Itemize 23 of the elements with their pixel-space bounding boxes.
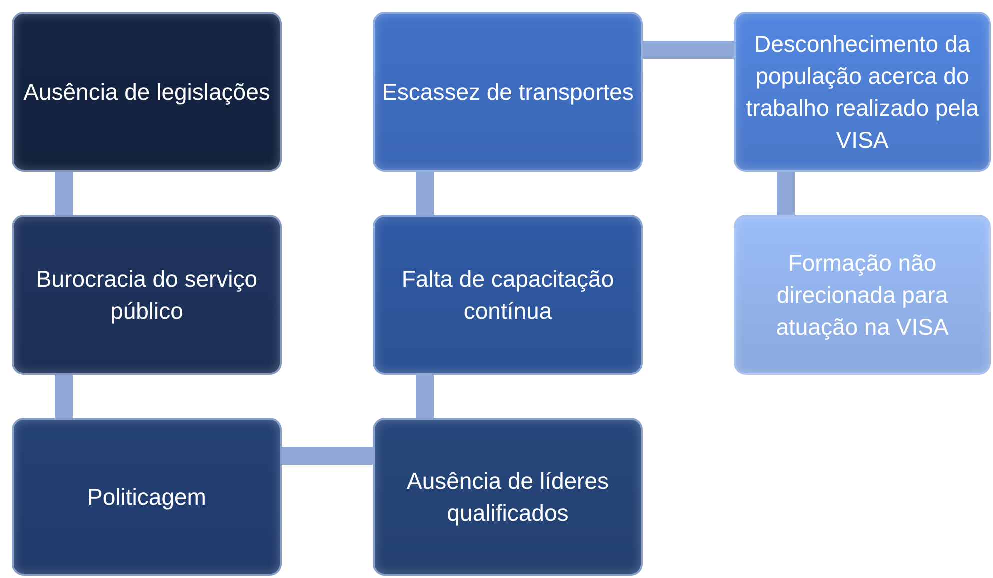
process-box — [12, 12, 282, 172]
connector-bar — [55, 172, 73, 215]
connector-bar — [55, 375, 73, 418]
box-text: Ausência de líderes qualificados — [406, 466, 610, 528]
process-box — [373, 215, 643, 375]
box-text: Formação não direcionada para atuação na VISA — [775, 248, 950, 342]
box-text: Burocracia do serviço público — [35, 264, 259, 326]
process-box — [734, 12, 991, 172]
box-text: Escassez de transportes — [382, 78, 634, 107]
connector-bar — [282, 447, 373, 465]
connector-bar — [416, 375, 434, 418]
box-text: Ausência de legislações — [24, 78, 270, 107]
process-box — [12, 418, 282, 576]
process-box — [373, 418, 643, 576]
process-box — [12, 215, 282, 375]
process-box — [734, 215, 991, 375]
box-text: Desconhecimento da população acerca do trabalho realizado pela VISA — [745, 30, 980, 156]
box-text: Politicagem — [88, 482, 206, 512]
box-text: Falta de capacitação contínua — [400, 264, 616, 326]
process-box — [373, 12, 643, 172]
connector-bar — [416, 172, 434, 215]
connector-bar — [643, 41, 734, 59]
connector-bar — [777, 172, 795, 215]
